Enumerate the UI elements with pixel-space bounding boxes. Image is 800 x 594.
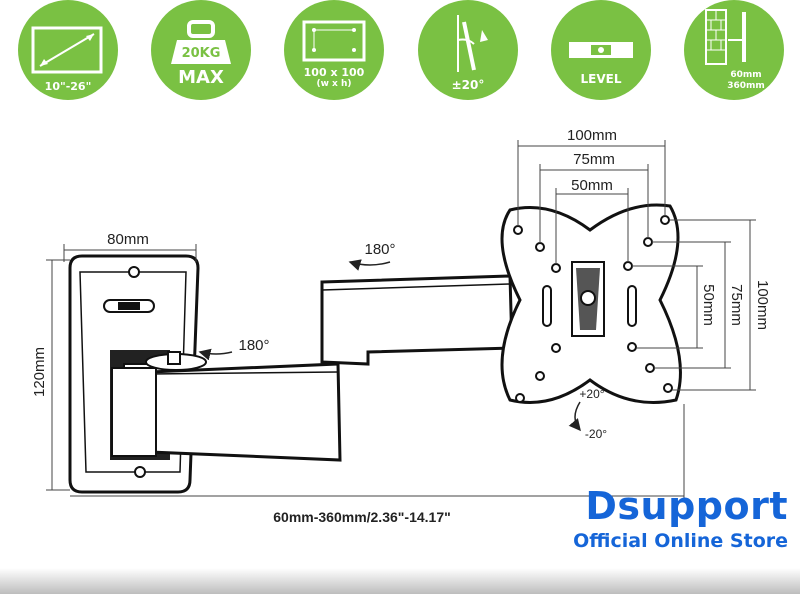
- swivel-arrow-lower: [198, 348, 233, 361]
- feature-vesa-label: 100 x 100: [303, 66, 365, 79]
- brand-tagline: Official Online Store: [573, 530, 788, 552]
- level-icon: [569, 42, 633, 58]
- dim-tilt-up: +20°: [579, 387, 604, 401]
- feature-screen-size: 10"-26": [18, 0, 118, 100]
- upper-arm: [320, 274, 514, 366]
- feature-vesa-sub: (w x h): [316, 79, 352, 89]
- feature-weight: 20KG MAX: [151, 0, 251, 100]
- dim-swivel-upper: 180°: [364, 241, 395, 258]
- dim-top-100: 100mm: [567, 127, 617, 144]
- feature-wall-distance-max: 360mm: [727, 81, 765, 91]
- dim-tilt-down: -20°: [585, 427, 607, 441]
- dim-side-100: 100mm: [754, 280, 771, 330]
- feature-weight-label: MAX: [178, 67, 224, 88]
- feature-screen-size-label: 10"-26": [44, 80, 92, 93]
- feature-level: LEVEL: [551, 0, 651, 100]
- weight-icon: [171, 20, 231, 64]
- brand-name: Dsupport: [585, 484, 788, 528]
- tilt-arrow: [568, 401, 581, 432]
- wall-distance-icon: [705, 9, 746, 65]
- feature-tilt-label: ±20°: [451, 78, 485, 92]
- vesa-plate: [500, 203, 682, 404]
- dim-side-75: 75mm: [728, 284, 745, 326]
- dim-top-50: 50mm: [571, 177, 613, 194]
- dim-extension: 60mm-360mm/2.36"-14.17": [273, 509, 451, 525]
- dim-top-75: 75mm: [573, 151, 615, 168]
- dim-swivel-lower: 180°: [238, 337, 269, 354]
- screen-size-icon: [31, 26, 103, 74]
- dim-plate-width: 80mm: [107, 231, 149, 248]
- dim-plate-height: 120mm: [31, 347, 48, 397]
- feature-vesa: 100 x 100 (w x h): [284, 0, 384, 100]
- dimension-lines: [46, 140, 756, 502]
- feature-wall-distance: 60mm 360mm: [684, 0, 784, 100]
- feature-tilt: ±20°: [418, 0, 518, 100]
- feature-wall-distance-min: 60mm: [730, 70, 762, 80]
- vesa-pattern-icon: [302, 20, 366, 62]
- feature-level-label: LEVEL: [580, 72, 622, 86]
- tilt-icon: [457, 15, 488, 72]
- lower-arm: [111, 351, 342, 462]
- dim-side-50: 50mm: [700, 284, 717, 326]
- bottom-shade: [0, 568, 800, 594]
- feature-weight-value: 20KG: [181, 46, 221, 61]
- swivel-arrow-upper: [348, 259, 391, 271]
